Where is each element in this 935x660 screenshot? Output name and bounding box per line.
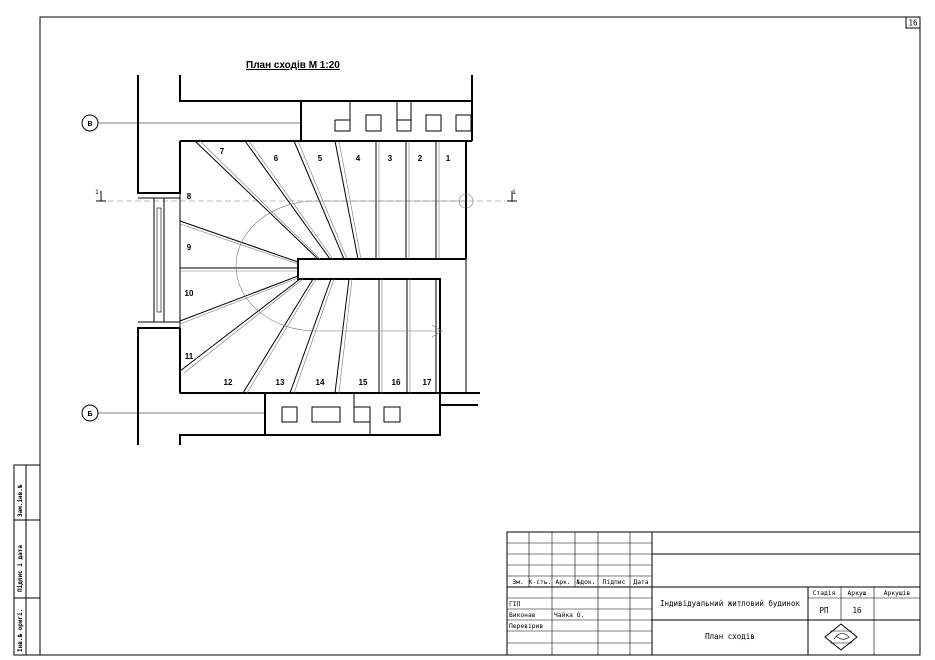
side-stamp: Зам.інв.№ Підпис і дата Інв.№ оригі.	[13, 464, 41, 656]
step-number: 16	[392, 378, 401, 387]
step-number: 12	[224, 378, 233, 387]
sheets-label: Аркушів	[884, 589, 911, 597]
sheet-frame	[39, 16, 921, 656]
lower-treads	[378, 279, 437, 393]
axis-v: В	[81, 114, 300, 132]
side-stamp-middle: Підпис і дата	[17, 545, 24, 592]
header-pidpys: Підпис	[603, 578, 626, 586]
side-stamp-top: Зам.інв.№	[17, 484, 24, 517]
step-number: 8	[187, 192, 192, 201]
step-numbers: 1 2 3 4 5 6 7 8 9 10 11 12 13 14 15 16 1…	[185, 147, 451, 387]
step-number: 17	[423, 378, 432, 387]
lower-wall-voids	[281, 393, 401, 435]
step-number: 13	[276, 378, 285, 387]
stair-outline	[179, 140, 467, 394]
upper-wall-voids	[300, 101, 472, 141]
header-kst: К-сть.	[529, 579, 552, 586]
sheet-number: 16	[908, 19, 918, 28]
sheet-value: 16	[852, 606, 862, 615]
walking-line	[235, 193, 474, 338]
step-number: 6	[274, 154, 279, 163]
step-number: 10	[185, 289, 194, 298]
svg-text:1: 1	[95, 189, 99, 196]
step-number: 3	[388, 154, 393, 163]
side-stamp-bottom: Інв.№ оригі.	[17, 609, 24, 652]
company-logo	[824, 623, 858, 651]
step-number: 5	[318, 154, 323, 163]
sheet-number-box	[905, 16, 921, 29]
stage-label: Стадія	[813, 589, 836, 597]
upper-treads	[375, 141, 440, 259]
axis-b: Б	[81, 404, 265, 422]
role-gip: ГІП	[509, 601, 521, 608]
axis-bubble-v: В	[87, 121, 92, 128]
svg-text:1: 1	[512, 189, 516, 196]
step-number: 7	[220, 147, 225, 156]
executor-name: Чайка О.	[554, 611, 584, 619]
role-vykonav: Виконав	[509, 612, 536, 619]
drawing-title: План сходів М 1:20	[246, 60, 340, 71]
step-number: 15	[359, 378, 368, 387]
step-number: 11	[185, 352, 194, 361]
title-block: Зм. К-сть. Арк. №док. Підпис Дата ГІП Ви…	[506, 531, 921, 656]
step-number: 2	[418, 154, 423, 163]
header-data: Дата	[633, 579, 648, 586]
role-pereviryv: Перевірив	[509, 622, 543, 630]
step-number: 4	[356, 154, 361, 163]
header-ark: Арк.	[555, 579, 570, 586]
winder-treads	[179, 140, 362, 394]
axis-bubble-b: Б	[87, 411, 92, 418]
step-number: 14	[316, 378, 325, 387]
header-zm: Зм.	[512, 579, 523, 586]
section-mark-right: 1	[507, 189, 517, 202]
stage-value: РП	[819, 606, 829, 615]
section-mark-left: 1	[95, 189, 106, 202]
sheet-name: План сходів	[705, 632, 755, 641]
project-name: Індивідуальний житловий будинок	[660, 599, 800, 608]
step-number: 9	[187, 243, 192, 252]
step-number: 1	[446, 154, 451, 163]
header-ndok: №док.	[577, 579, 596, 586]
sheet-label: Аркуш	[848, 590, 867, 597]
